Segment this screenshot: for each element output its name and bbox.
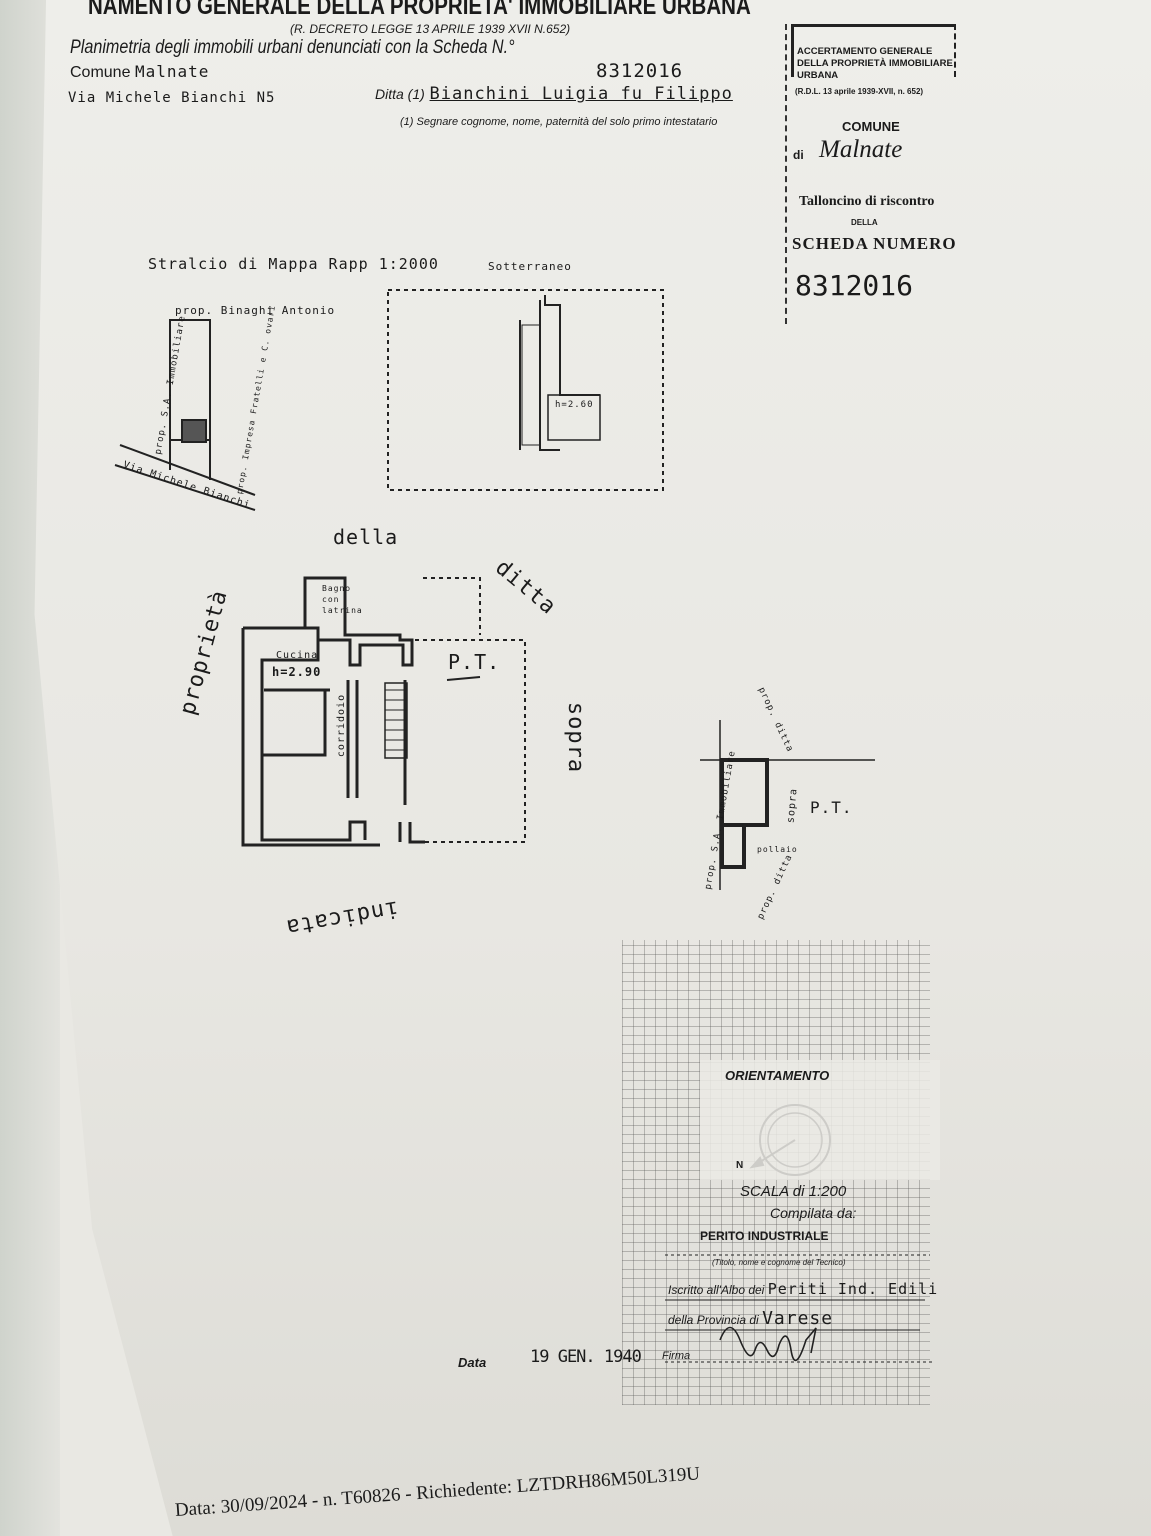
comune-label: Comune (70, 64, 131, 81)
stub-scheda-label: SCHEDA NUMERO (792, 234, 957, 253)
side-pollaio: pollaio (757, 845, 798, 854)
date-stamp: 19 GEN. 1940 (530, 1347, 642, 1367)
stub-comune-label: COMUNE (842, 119, 900, 134)
stub-talloncino: Talloncino di riscontro (799, 194, 935, 209)
provincia-field: della Provincia di Varese (668, 1308, 833, 1329)
orientation-label: ORIENTAMENTO (725, 1068, 830, 1083)
talloncino-stub: ACCERTAMENTO GENERALE DELLA PROPRIETÀ IM… (785, 24, 959, 324)
stub-scheda-number: 8312016 (795, 269, 914, 302)
ditta-field: Ditta (1) Bianchini Luigia fu Filippo (375, 84, 733, 104)
compiled-by: Compilata da: (770, 1205, 857, 1221)
kitchen-label: Cucina (276, 650, 319, 661)
stub-di-label: di (793, 148, 804, 162)
side-level: P.T. (810, 798, 853, 817)
map-extract-title: Stralcio di Mappa Rapp 1:2000 (148, 255, 439, 273)
ground-floor-level: P.T. (448, 650, 501, 674)
annotation-della: della (333, 525, 399, 549)
north-marker: N (736, 1160, 744, 1171)
comune-field: Comune Malnate (70, 62, 209, 82)
albo-label: Iscritto all'Albo dei (668, 1283, 765, 1297)
stub-frame (791, 24, 956, 77)
grid-fade (700, 1060, 940, 1180)
scale-label: SCALA di 1:200 (740, 1183, 847, 1200)
albo-value: Periti Ind. Edili (767, 1280, 939, 1298)
stub-comune-value: Malnate (819, 136, 903, 163)
basement-outline (387, 289, 664, 491)
stub-decree: (R.D.L. 13 aprile 1939-XVII, n. 652) (795, 87, 924, 96)
date-label: Data (458, 1355, 487, 1370)
albo-field: Iscritto all'Albo dei Periti Ind. Edili (668, 1280, 938, 1298)
provincia-value: Varese (762, 1308, 834, 1329)
stub-della: DELLA (851, 218, 878, 227)
bathroom-label: Bagno con latrina (322, 584, 363, 615)
planimetria-label: Planimetria degli immobili urbani denunc… (70, 37, 515, 58)
kitchen-height: h=2.90 (272, 665, 322, 679)
signature-label: Firma (662, 1350, 691, 1362)
provincia-label: della Provincia di (668, 1313, 759, 1327)
basement-title: Sotterraneo (488, 260, 572, 273)
comune-value: Malnate (134, 62, 210, 81)
document-title: NAMENTO GENERALE DELLA PROPRIETA' IMMOBI… (88, 0, 751, 20)
footnote: (1) Segnare cognome, nome, paternità del… (400, 116, 718, 128)
stub-heading: ACCERTAMENTO GENERALE DELLA PROPRIETÀ IM… (797, 46, 953, 81)
decree-reference: (R. DECRETO LEGGE 13 APRILE 1939 XVII N.… (290, 22, 571, 36)
scheda-number: 8312016 (596, 60, 684, 82)
ditta-value: Bianchini Luigia fu Filippo (429, 84, 733, 104)
map-north-owner: prop. Binaghi Antonio (175, 304, 336, 317)
basement-height: h=2.60 (555, 400, 594, 410)
ditta-label: Ditta (1) (375, 86, 425, 102)
technician-title: PERITO INDUSTRIALE (700, 1229, 829, 1243)
technician-hint: (Titolo, nome e cognome del Tecnico) (712, 1258, 846, 1267)
map-parcel-building (181, 419, 207, 443)
via-value: Via Michele Bianchi N5 (68, 90, 276, 106)
